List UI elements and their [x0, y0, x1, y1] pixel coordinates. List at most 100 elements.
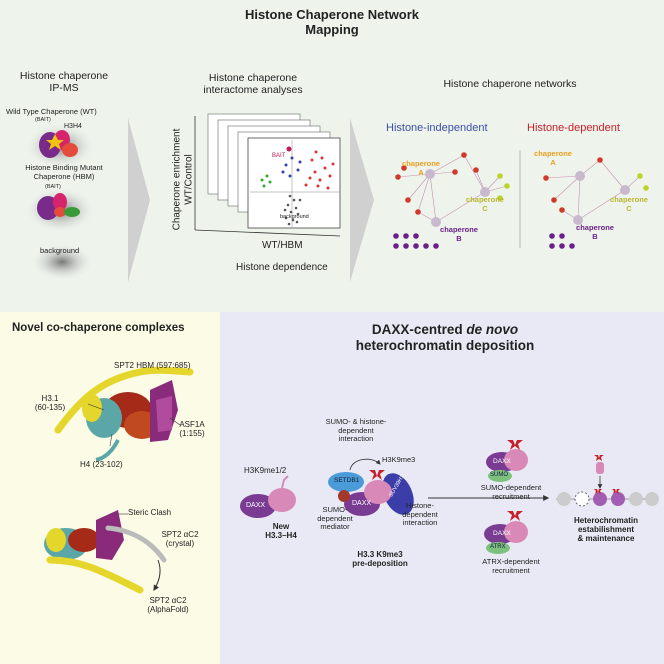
dependent-heading: Histone-dependent [527, 122, 620, 134]
h3k9me12-label: H3K9me1/2 [244, 466, 287, 475]
spt2-alphafold-label: SPT2 αC2 (AlphaFold) [138, 596, 198, 614]
spt2-hbm-label: SPT2 HBM (597:685) [114, 361, 191, 370]
new-h33-label: New H3.3–H4 [256, 522, 306, 540]
daxx-atrx-daxx-label: DAXX [493, 530, 511, 537]
indep-chaperone-c-letter: C [482, 203, 488, 213]
atrx-recruitment-label: ATRX-dependent recruitment [474, 557, 548, 575]
background-label: background [40, 246, 80, 255]
spt2-alphafold-label-line1: SPT2 αC2 [149, 596, 187, 605]
h31-label-line1: H3.1 [41, 394, 59, 403]
heterochromatin-line1: Heterochromatin [573, 516, 638, 525]
clash-structure [44, 510, 167, 594]
sumo-histone-interaction: SUMO- & histone- dependent interaction [316, 417, 396, 444]
network-independent-nodes [393, 152, 510, 249]
network-dependent-nodes [543, 157, 649, 249]
cochaperone-heading: Novel co-chaperone complexes [12, 322, 185, 334]
sumo-recruitment-line2: recruitment [492, 491, 530, 501]
indep-chaperone-a-word: chaperone [402, 159, 440, 168]
asf1a-label-line2: (1:155) [179, 429, 205, 439]
h31-label-line2: (60-135) [34, 403, 66, 413]
indep-chaperone-b: chaperone B [434, 225, 484, 243]
spt2-crystal-label: SPT2 αC2 (crystal) [150, 530, 210, 548]
steric-clash-label: Steric Clash [128, 508, 172, 517]
hbm-label-line2: Chaperone (HBM) [33, 171, 95, 181]
asf1a-label: ASF1A (1:155) [172, 420, 212, 438]
network-independent [397, 154, 508, 223]
figure-title-line2: Mapping [305, 21, 359, 37]
daxx-sumo-recruitment [486, 440, 528, 482]
ipms-heading: Histone chaperone IP-MS [0, 70, 128, 94]
sumo-mediator-label: SUMO- dependent mediator [310, 505, 360, 532]
indep-chaperone-b-word: chaperone [440, 225, 478, 234]
indep-chaperone-b-letter: B [456, 233, 462, 243]
daxx-heading-line1: DAXX-centred de novo [300, 322, 590, 338]
figure-title: Histone Chaperone Network Mapping [232, 7, 432, 38]
h31-label: H3.1 (60-135) [30, 394, 70, 412]
dep-chaperone-b: chaperone B [570, 223, 620, 241]
histone-dependence-label: Histone dependence [236, 262, 328, 273]
spt2-alphafold-label-line2: (AlphaFold) [147, 605, 189, 615]
dep-chaperone-c: chaperone C [604, 195, 654, 213]
dep-chaperone-b-letter: B [592, 231, 598, 241]
setdb1-label: SETDB1 [334, 477, 360, 484]
bait-label: BAIT [272, 153, 286, 159]
sumo-mediator-line1: SUMO- [322, 505, 348, 514]
sumo-recruitment-label: SUMO-dependent recruitment [476, 483, 546, 501]
indep-chaperone-c: chaperone C [460, 195, 510, 213]
daxx-left-complex [240, 475, 296, 518]
sumo-recruitment-line1: SUMO-dependent [480, 483, 542, 492]
interactome-heading: Histone chaperone interactome analyses [178, 72, 328, 96]
y-axis-label: Chaperone enrichment WT/Control [172, 115, 195, 245]
sumo-histone-line3: interaction [338, 434, 374, 444]
daxx-center-label: DAXX [352, 500, 372, 507]
h3h4-label: H3H4 [64, 123, 82, 130]
histone-dependent-interaction: Histone- dependent interaction [390, 501, 450, 528]
daxx-left-label: DAXX [246, 502, 266, 509]
ipms-heading-line1: Histone chaperone [19, 70, 109, 82]
daxx-sumo-daxx-label: DAXX [493, 458, 511, 465]
wt-bait-label: (BAIT) [35, 117, 51, 123]
plot-background-label: background [280, 214, 309, 220]
spt2-crystal-label-line1: SPT2 αC2 [161, 530, 199, 539]
daxx-heading: DAXX-centred de novo heterochromatin dep… [300, 322, 590, 353]
atrx-recruitment-line1: ATRX-dependent [482, 557, 540, 566]
dep-chaperone-a: chaperone A [528, 149, 578, 167]
daxx-atrx-recruitment [484, 511, 528, 554]
atrx-recruitment-line2: recruitment [492, 565, 530, 575]
predeposition-label: H3.3 K9me3 pre-deposition [340, 550, 420, 568]
ipms-heading-line2: IP-MS [49, 82, 79, 95]
sumo-histone-line1: SUMO- & histone- [325, 417, 387, 426]
dep-chaperone-a-letter: A [550, 157, 556, 167]
volcano-plot-stack [194, 113, 341, 237]
h3k9me3-label: H3K9me3 [382, 455, 416, 464]
atrx-label: ATRX [490, 544, 506, 550]
hbm-bait-label: (BAIT) [45, 184, 61, 190]
indep-chaperone-c-word: chaperone [466, 195, 504, 204]
dep-chaperone-b-word: chaperone [576, 223, 614, 232]
daxx-heading-denovo: de novo [466, 322, 519, 337]
figure-title-line1: Histone Chaperone Network [244, 7, 420, 22]
histone-dependent-line2: dependent [402, 509, 438, 519]
y-axis-label-line2: WT/Control [183, 154, 194, 205]
heterochromatin-label: Heterochromatin estabilishment & mainten… [556, 516, 656, 544]
daxx-panel [220, 312, 664, 664]
dep-chaperone-a-word: chaperone [534, 149, 572, 158]
wt-label: Wild Type Chaperone (WT) [6, 107, 97, 116]
dep-chaperone-c-word: chaperone [610, 195, 648, 204]
cochaperone-structure [54, 366, 194, 462]
y-axis-label-line1: Chaperone enrichment [171, 128, 183, 231]
sumo-mediator-line2: dependent [317, 513, 353, 523]
heterochromatin-line2: estabilishment [577, 525, 634, 535]
sumo-label: SUMO [490, 472, 508, 478]
networks-heading: Histone chaperone networks [443, 78, 577, 90]
background-blob [32, 244, 92, 280]
h4-label: H4 (23-102) [80, 460, 123, 469]
hbm-label: Histone Binding Mutant Chaperone (HBM) [0, 163, 128, 181]
histone-dependent-line3: interaction [402, 518, 438, 528]
hbm-bait-blob [26, 188, 94, 232]
indep-chaperone-a: chaperone A [396, 159, 446, 177]
new-h33-line2: H3.3–H4 [265, 531, 297, 541]
predeposition-line2: pre-deposition [352, 559, 408, 569]
